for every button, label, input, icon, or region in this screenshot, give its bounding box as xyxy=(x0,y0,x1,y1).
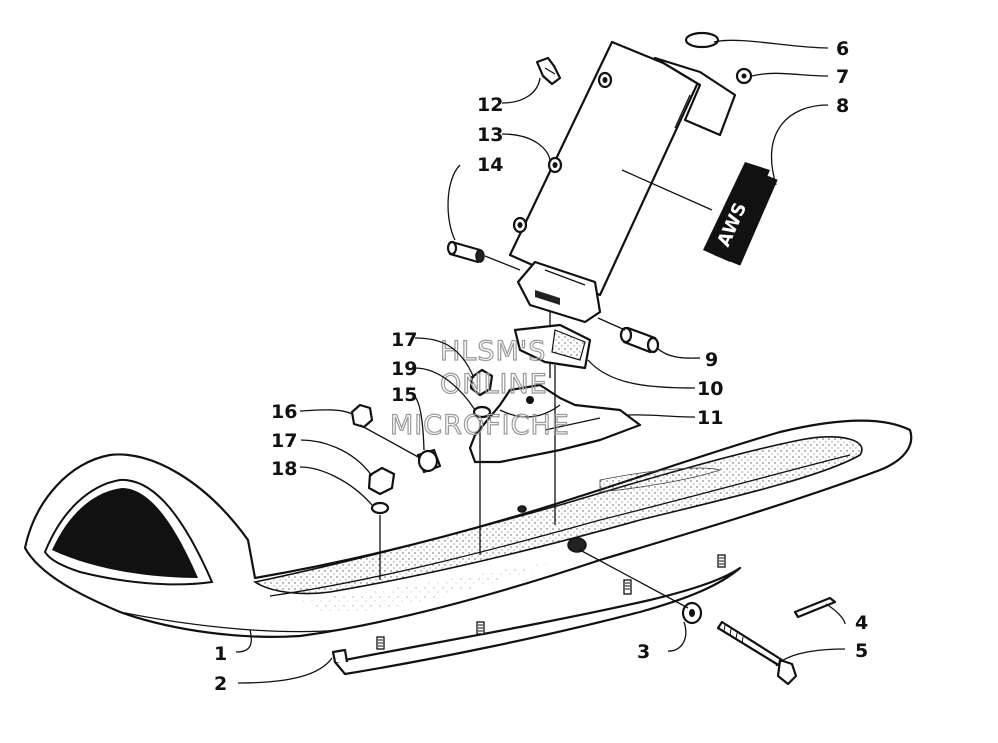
locknut-part-17-upper xyxy=(469,368,494,397)
locknut-part-17-lower xyxy=(367,466,396,496)
callout-8: 8 xyxy=(836,95,849,117)
cap-part-6 xyxy=(684,31,720,49)
bushing-part-14 xyxy=(446,240,485,264)
ski-body xyxy=(23,419,913,638)
spacer-part-15 xyxy=(416,448,442,474)
bolt-part-12 xyxy=(535,56,562,86)
decal: AWS xyxy=(703,162,778,266)
callout-9: 9 xyxy=(705,349,718,371)
bolt-part-5 xyxy=(716,620,798,686)
callout-4: 4 xyxy=(855,612,868,634)
watermark-line-2: ONLINE xyxy=(440,369,548,400)
washer-part-19 xyxy=(472,405,492,419)
callout-1: 1 xyxy=(214,643,227,665)
damper-part-10 xyxy=(513,323,592,370)
callout-11: 11 xyxy=(697,407,723,429)
callout-2: 2 xyxy=(214,673,227,695)
nut-part-7 xyxy=(735,67,753,85)
callout-18: 18 xyxy=(271,458,297,480)
callout-7: 7 xyxy=(836,66,849,88)
callout-19: 19 xyxy=(391,358,417,380)
callout-6: 6 xyxy=(836,38,849,60)
callout-3: 3 xyxy=(637,641,650,663)
callout-5: 5 xyxy=(855,640,868,662)
callout-16: 16 xyxy=(271,401,297,423)
bushing-part-9 xyxy=(619,326,660,354)
washer-part-3 xyxy=(681,601,703,625)
spindle-housing xyxy=(508,40,737,378)
cotter-pin-part-4 xyxy=(793,596,837,619)
callout-12: 12 xyxy=(477,94,503,116)
watermark: HLSM'S ONLINE MICROFICHE xyxy=(389,335,570,441)
callout-10: 10 xyxy=(697,378,723,400)
callout-15: 15 xyxy=(391,384,417,406)
washer-part-18 xyxy=(370,501,390,515)
watermark-line-3: MICROFICHE xyxy=(390,410,570,441)
callout-14: 14 xyxy=(477,154,503,176)
nut-part-16 xyxy=(350,403,374,429)
leader-lines xyxy=(235,39,846,684)
callout-13: 13 xyxy=(477,124,503,146)
callout-17-lower: 17 xyxy=(271,430,297,452)
assembly-lines xyxy=(359,255,689,609)
callout-labels: 1 2 3 4 5 6 7 8 9 10 11 12 13 14 15 16 1… xyxy=(214,38,868,695)
wear-bar xyxy=(331,554,742,676)
callout-17-upper: 17 xyxy=(391,329,417,351)
